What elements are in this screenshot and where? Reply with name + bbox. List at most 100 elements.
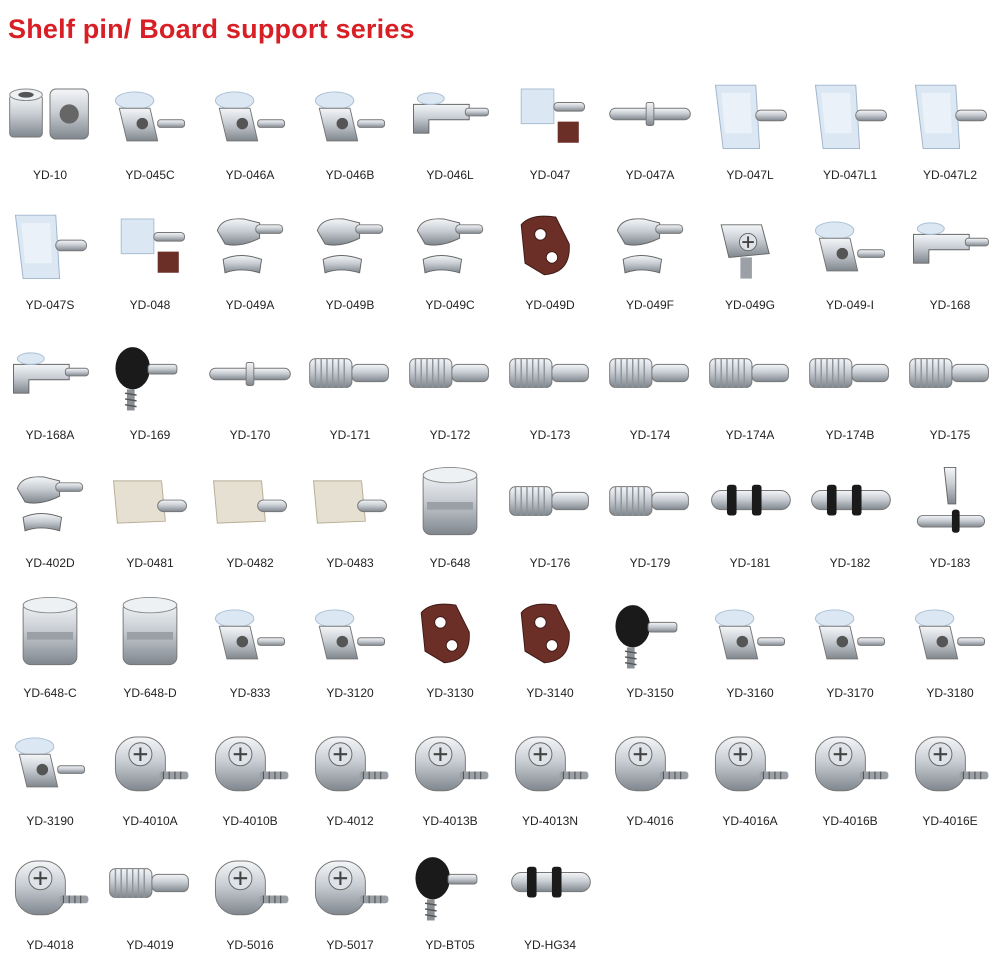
product-code: YD-4010A <box>122 814 178 828</box>
cam-lock-icon <box>600 710 700 810</box>
cam-lock-icon <box>700 710 800 810</box>
suction-support-icon <box>0 710 100 810</box>
product-card: YD-BT05 <box>400 834 500 958</box>
product-card: YD-171 <box>300 324 400 448</box>
l-bracket-pin-icon <box>0 324 100 424</box>
product-card: YD-049F <box>600 194 700 318</box>
product-code: YD-049D <box>525 298 575 312</box>
product-card: YD-183 <box>900 452 1000 576</box>
clip-pin-icon <box>900 452 1000 552</box>
clear-support-icon <box>800 64 900 164</box>
product-card: YD-4013N <box>500 710 600 834</box>
product-card: YD-172 <box>400 324 500 448</box>
product-card: YD-3140 <box>500 582 600 706</box>
cam-lock-icon <box>900 710 1000 810</box>
product-code: YD-176 <box>529 556 571 570</box>
ringed-pin-icon <box>500 834 600 934</box>
product-card: YD-168A <box>0 324 100 448</box>
spoon-pin-icon <box>300 194 400 294</box>
product-code: YD-833 <box>229 686 271 700</box>
straight-pin-icon <box>200 324 300 424</box>
product-card: YD-182 <box>800 452 900 576</box>
product-card: YD-049G <box>700 194 800 318</box>
cam-lock-icon <box>100 710 200 810</box>
product-code: YD-168 <box>929 298 971 312</box>
product-code: YD-3190 <box>26 814 74 828</box>
product-card: YD-4016B <box>800 710 900 834</box>
product-card: YD-4010A <box>100 710 200 834</box>
product-code: YD-048 <box>129 298 171 312</box>
product-code: YD-0482 <box>226 556 274 570</box>
product-code: YD-3160 <box>726 686 774 700</box>
product-card: YD-833 <box>200 582 300 706</box>
product-code: YD-047L <box>726 168 774 182</box>
suction-support-icon <box>300 64 400 164</box>
product-card: YD-4016 <box>600 710 700 834</box>
bushing-icon <box>0 64 100 164</box>
suction-support-icon <box>100 64 200 164</box>
product-card: YD-046A <box>200 64 300 188</box>
product-card: YD-3180 <box>900 582 1000 706</box>
product-code: YD-0483 <box>326 556 374 570</box>
cam-lock-icon <box>200 710 300 810</box>
product-card: YD-047L1 <box>800 64 900 188</box>
product-card: YD-169 <box>100 324 200 448</box>
product-code: YD-047L2 <box>922 168 978 182</box>
product-card: YD-5017 <box>300 834 400 958</box>
spoon-pin-icon <box>400 194 500 294</box>
product-code: YD-045C <box>125 168 175 182</box>
product-code: YD-047 <box>529 168 571 182</box>
product-card: YD-4016E <box>900 710 1000 834</box>
product-card: YD-173 <box>500 324 600 448</box>
product-code: YD-648-D <box>123 686 177 700</box>
product-code: YD-046B <box>325 168 375 182</box>
clear-support-icon <box>900 64 1000 164</box>
product-card: YD-3120 <box>300 582 400 706</box>
product-card: YD-3170 <box>800 582 900 706</box>
product-code: YD-3140 <box>526 686 574 700</box>
product-code: YD-182 <box>829 556 871 570</box>
product-code: YD-5016 <box>226 938 274 952</box>
product-code: YD-047S <box>25 298 75 312</box>
angle-bracket-icon <box>400 582 500 682</box>
knurled-pin-icon <box>600 452 700 552</box>
product-card: YD-047 <box>500 64 600 188</box>
product-code: YD-170 <box>229 428 271 442</box>
product-card: YD-047S <box>0 194 100 318</box>
suction-support-icon <box>800 582 900 682</box>
product-code: YD-174 <box>629 428 671 442</box>
product-card: YD-168 <box>900 194 1000 318</box>
product-code: YD-648 <box>429 556 471 570</box>
product-card: YD-4013B <box>400 710 500 834</box>
cam-lock-icon <box>0 834 100 934</box>
product-code: YD-049G <box>724 298 776 312</box>
product-card: YD-4012 <box>300 710 400 834</box>
product-code: YD-4016A <box>722 814 778 828</box>
product-code: YD-5017 <box>326 938 374 952</box>
knurled-pin-icon <box>500 452 600 552</box>
product-card: YD-4018 <box>0 834 100 958</box>
page-title: Shelf pin/ Board support series <box>8 14 415 44</box>
product-card: YD-3150 <box>600 582 700 706</box>
product-code: YD-3180 <box>926 686 974 700</box>
product-card: YD-046L <box>400 64 500 188</box>
product-card: YD-049B <box>300 194 400 318</box>
product-card: YD-176 <box>500 452 600 576</box>
product-card: YD-179 <box>600 452 700 576</box>
product-code: YD-046A <box>225 168 275 182</box>
product-code: YD-047A <box>625 168 675 182</box>
product-code: YD-0481 <box>126 556 174 570</box>
suction-support-icon <box>900 582 1000 682</box>
product-code: YD-179 <box>629 556 671 570</box>
product-code: YD-172 <box>429 428 471 442</box>
product-card: YD-0482 <box>200 452 300 576</box>
product-code: YD-402D <box>25 556 75 570</box>
cam-lock-icon <box>800 710 900 810</box>
ringed-pin-icon <box>700 452 800 552</box>
product-card: YD-049C <box>400 194 500 318</box>
product-card: YD-10 <box>0 64 100 188</box>
knurled-pin-icon <box>300 324 400 424</box>
product-code: YD-4012 <box>326 814 374 828</box>
product-card: YD-0481 <box>100 452 200 576</box>
suction-support-icon <box>200 582 300 682</box>
